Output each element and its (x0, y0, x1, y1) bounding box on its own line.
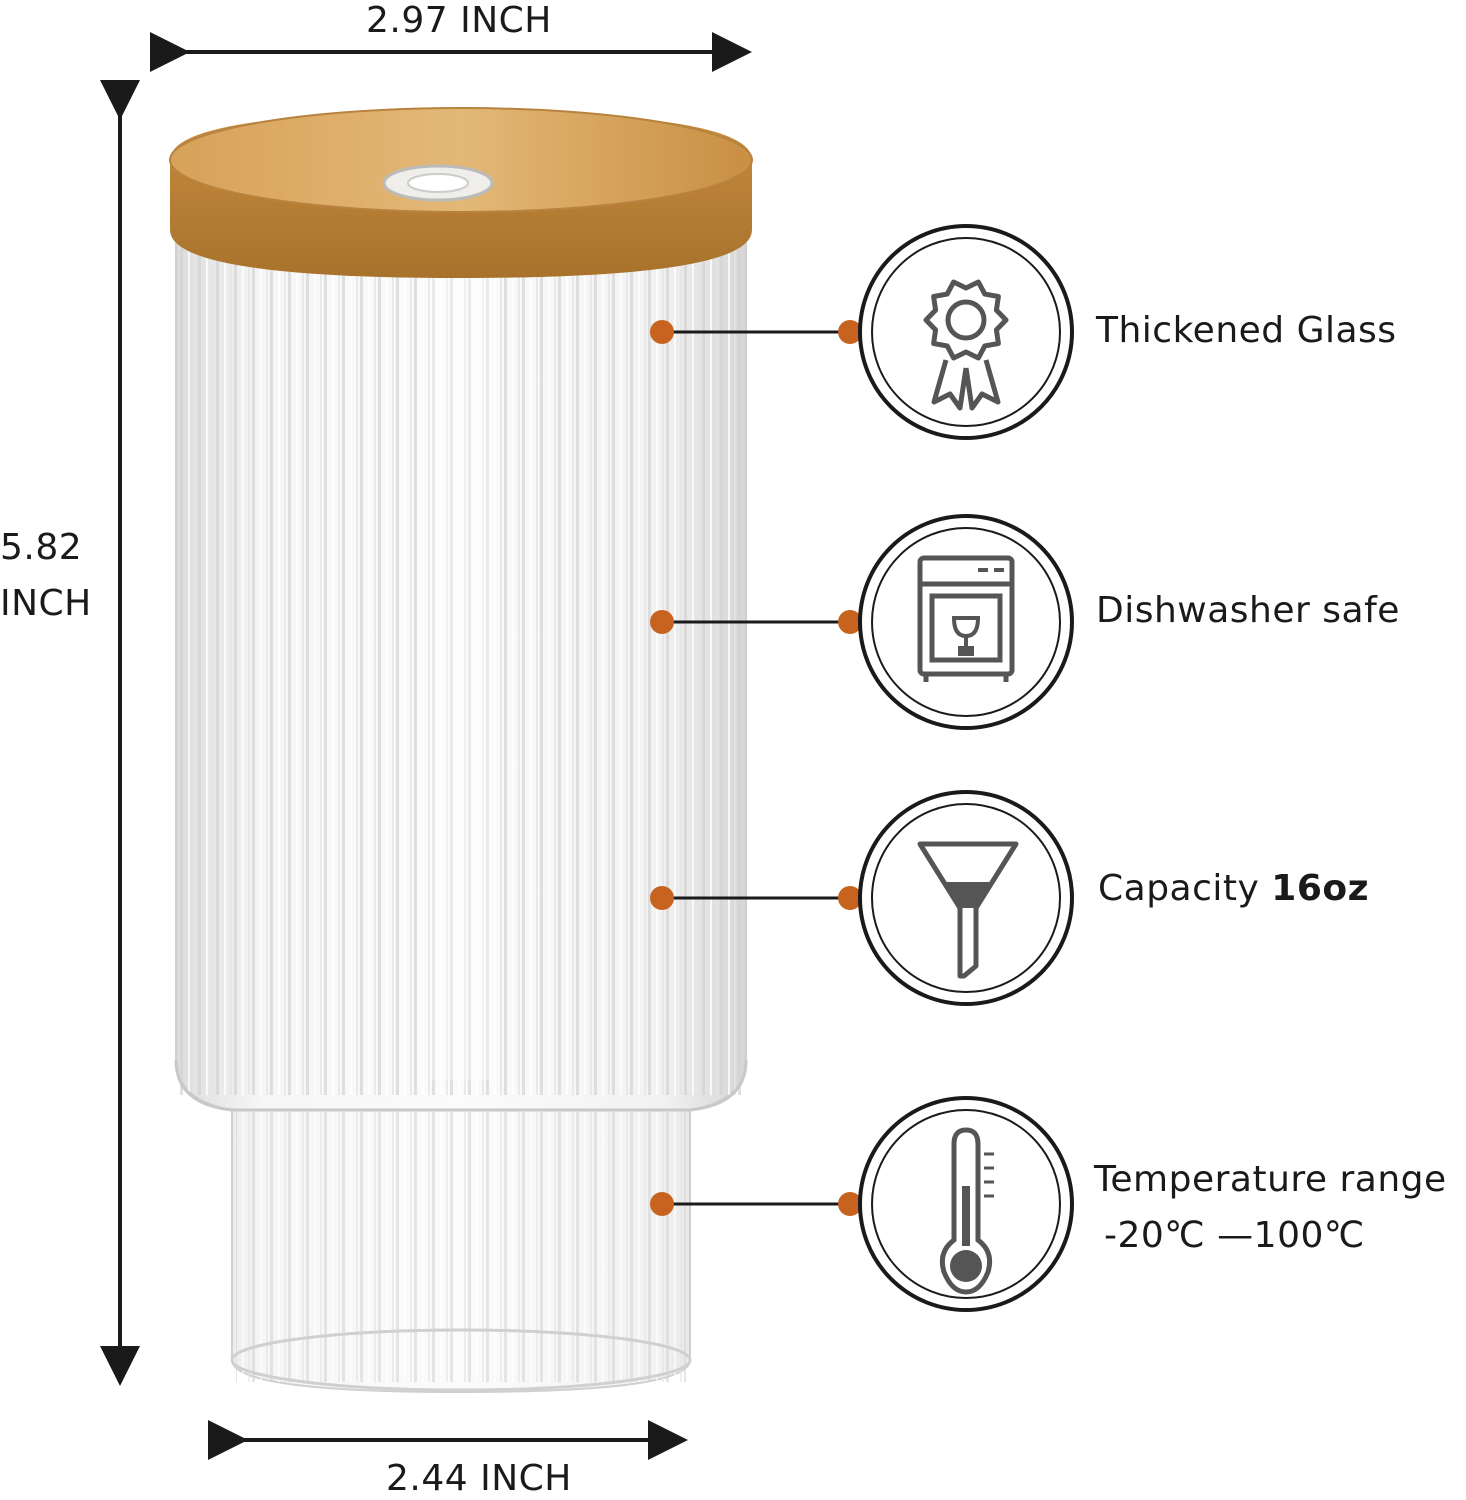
feature-connectors (650, 320, 862, 1216)
height-label: 5.82 INCH (0, 520, 92, 632)
connector-dot (650, 320, 674, 344)
bottom-width-label: 2.44 INCH (386, 1458, 572, 1499)
feature-label-capacity: Capacity 16oz (1098, 868, 1369, 909)
connector-dot (650, 610, 674, 634)
icon-circle-inner (871, 803, 1061, 993)
icon-circle-outer (858, 224, 1074, 440)
temperature-range: -20℃ —100℃ (1104, 1215, 1365, 1256)
feature-label-temperature: Temperature range -20℃ —100℃ (1094, 1152, 1447, 1264)
funnel-icon (917, 841, 1019, 979)
connector-dot (650, 1192, 674, 1216)
height-unit: INCH (0, 583, 92, 624)
top-width-label: 2.97 INCH (366, 0, 552, 41)
feature-label-thickened-glass: Thickened Glass (1096, 310, 1397, 351)
bamboo-lid (169, 107, 753, 278)
temperature-label: Temperature range (1094, 1159, 1447, 1200)
thermometer-icon (939, 1127, 994, 1295)
feature-icon-circles (858, 224, 1074, 1312)
connector-dot (838, 1192, 862, 1216)
height-value: 5.82 (0, 527, 83, 568)
connector-dot (838, 886, 862, 910)
icon-circle-inner (871, 237, 1061, 427)
dishwasher-icon (917, 555, 1015, 682)
connector-dot (650, 886, 674, 910)
icon-circle-outer (858, 514, 1074, 730)
icon-circle-inner (871, 1109, 1061, 1299)
capacity-prefix: Capacity (1098, 868, 1260, 909)
glass-jar (174, 229, 748, 1394)
connector-dot (838, 610, 862, 634)
icon-circle-inner (871, 527, 1061, 717)
feature-label-dishwasher-safe: Dishwasher safe (1096, 590, 1400, 631)
award-badge-icon (923, 279, 1009, 411)
capacity-value: 16oz (1271, 868, 1370, 909)
connector-dot (838, 320, 862, 344)
